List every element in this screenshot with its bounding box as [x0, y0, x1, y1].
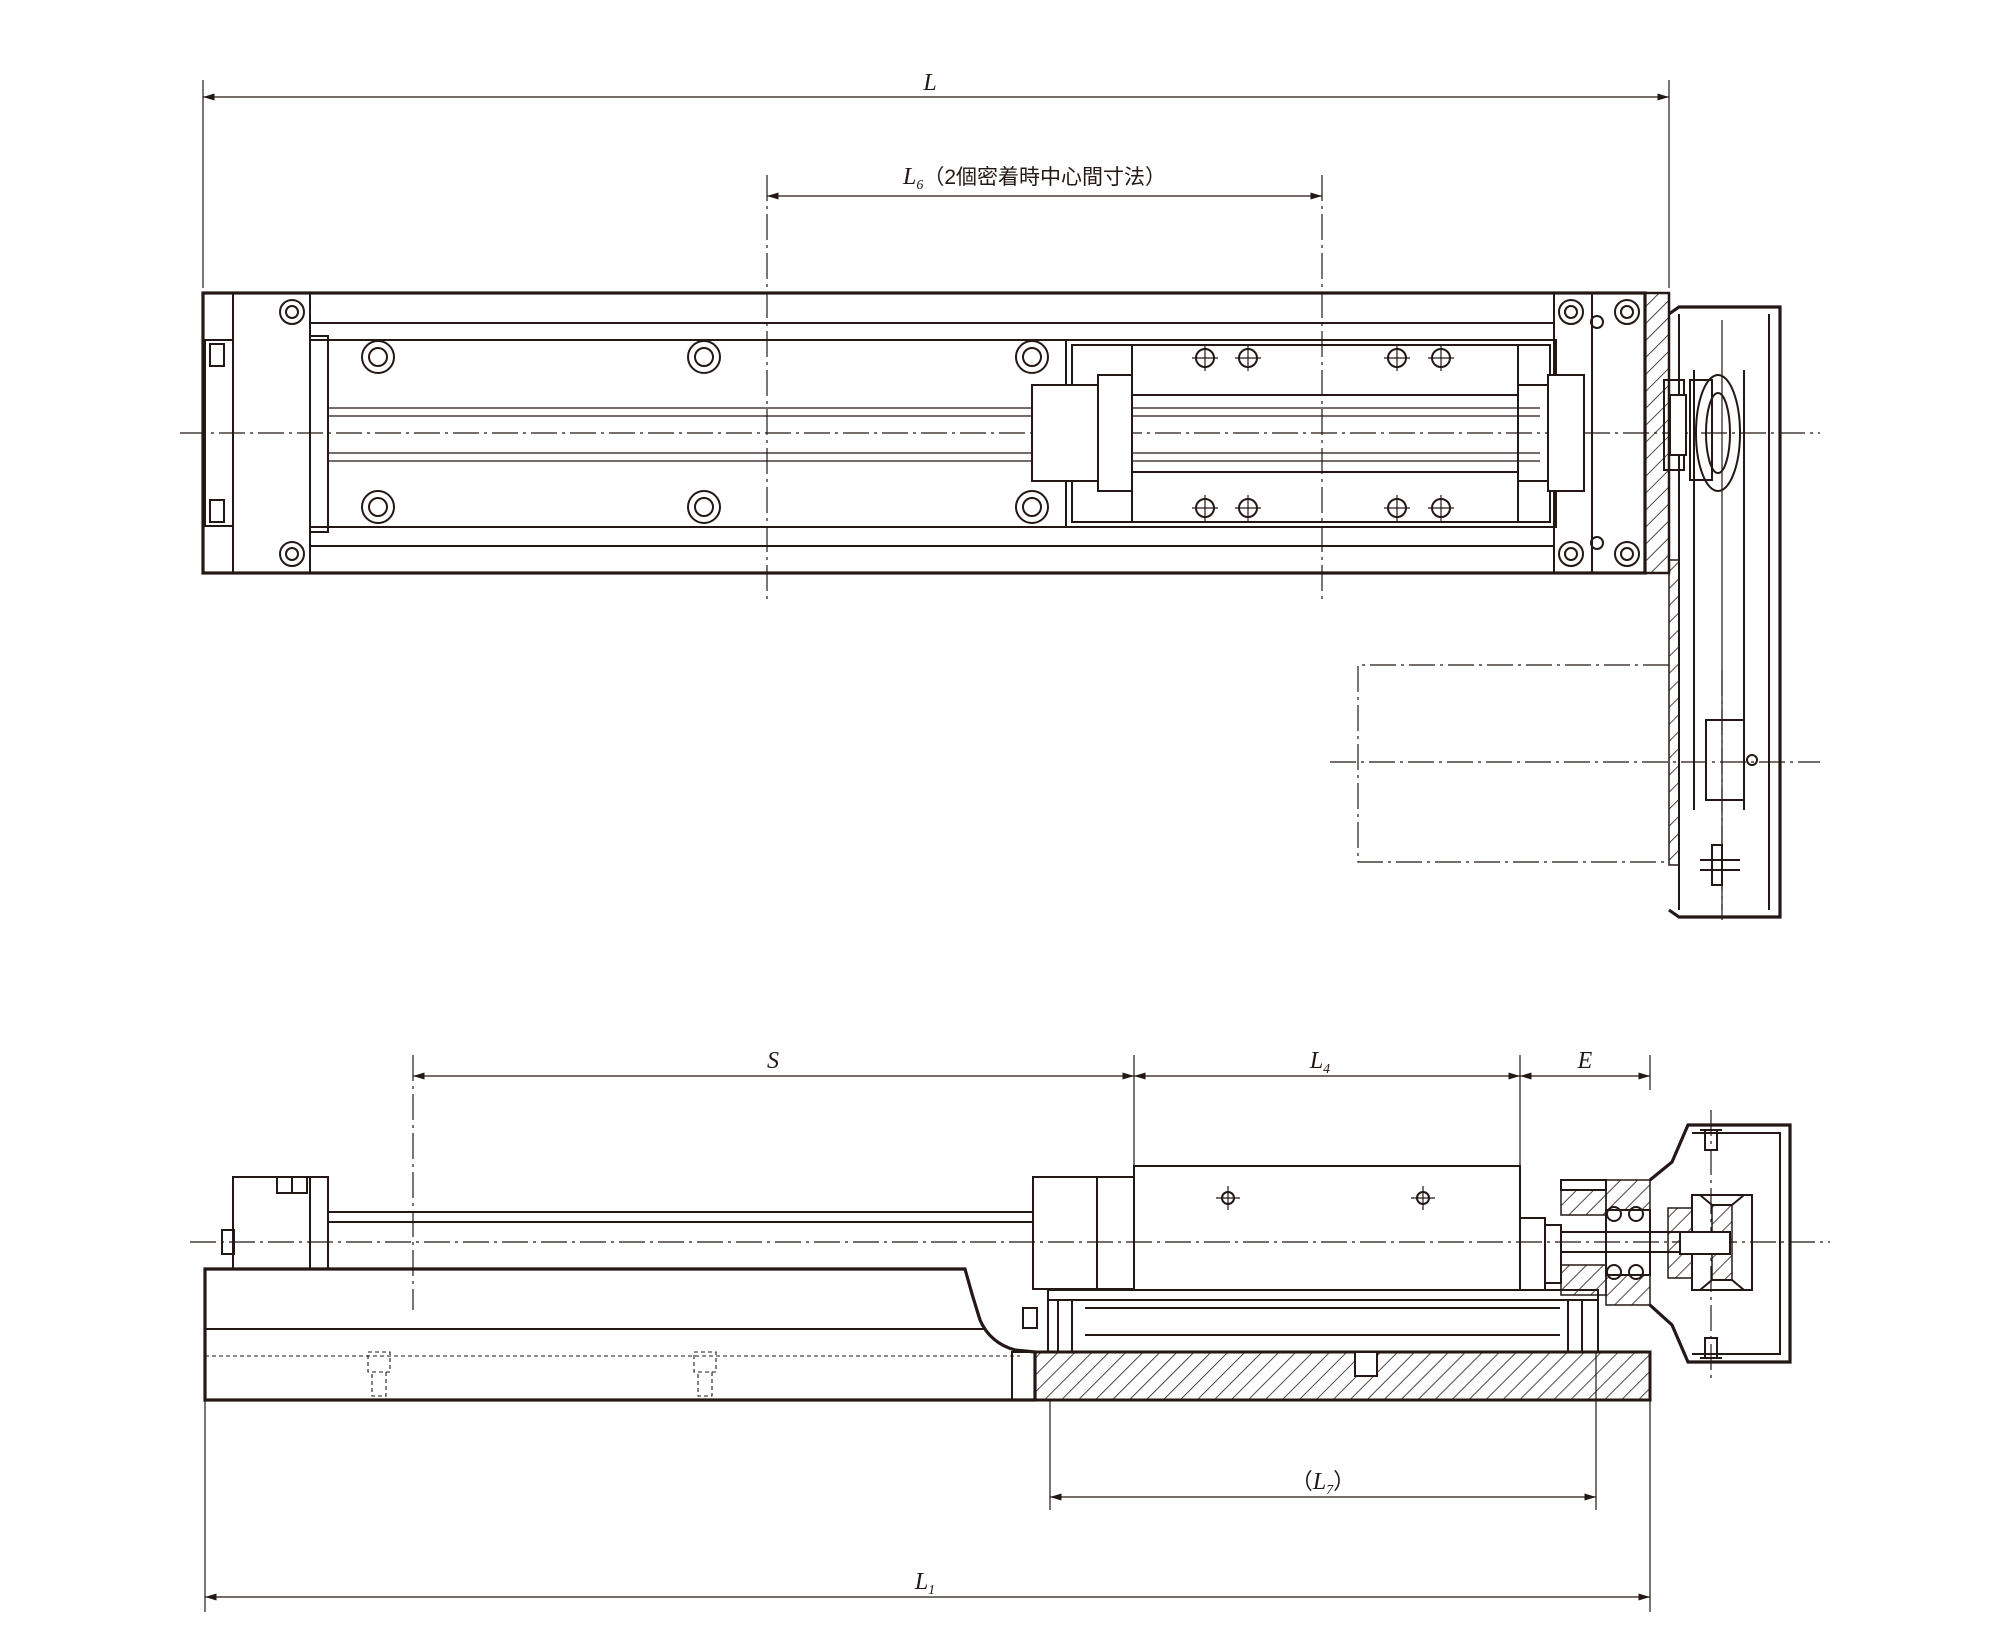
- dimension-L6: L6（2個密着時中心間寸法）: [766, 164, 1323, 600]
- base-holes: [361, 340, 1049, 524]
- motor-phantom: [1330, 664, 1820, 920]
- dimension-E: E: [1520, 1048, 1651, 1090]
- label-L7: （L7）: [1291, 1469, 1355, 1498]
- slider-table-plan: [1031, 339, 1585, 528]
- corner-bolts: [279, 299, 1640, 567]
- dimension-S: S: [412, 1048, 1135, 1310]
- dimension-L7: （L7）: [1049, 1352, 1597, 1510]
- label-L6: L6（2個密着時中心間寸法）: [902, 164, 1166, 193]
- base-section-hatch: [1033, 1350, 1652, 1402]
- label-E: E: [1577, 1048, 1593, 1074]
- bearing-housing: [1519, 1179, 1680, 1306]
- label-L4: L4: [1309, 1048, 1330, 1077]
- plan-view: L L6（2個密着時中心間寸法）: [180, 70, 1820, 920]
- label-S: S: [767, 1048, 779, 1074]
- pulley-cover-side: [1648, 1110, 1792, 1380]
- label-L1: L1: [914, 1569, 935, 1598]
- motor-block-side: [221, 1176, 329, 1270]
- side-view: S L4 E: [190, 1048, 1830, 1612]
- base-body-side: [203, 1267, 1037, 1402]
- dimension-L1: L1: [204, 1400, 1651, 1612]
- pulley-cover-plan: [1663, 305, 1782, 919]
- dimension-L4: L4: [1134, 1048, 1521, 1178]
- slider-side: [1032, 1165, 1521, 1291]
- label-L: L: [922, 70, 936, 96]
- end-plate-section: [1643, 291, 1671, 575]
- dimension-L: L: [202, 70, 1670, 288]
- guide-assembly: [1022, 1289, 1599, 1353]
